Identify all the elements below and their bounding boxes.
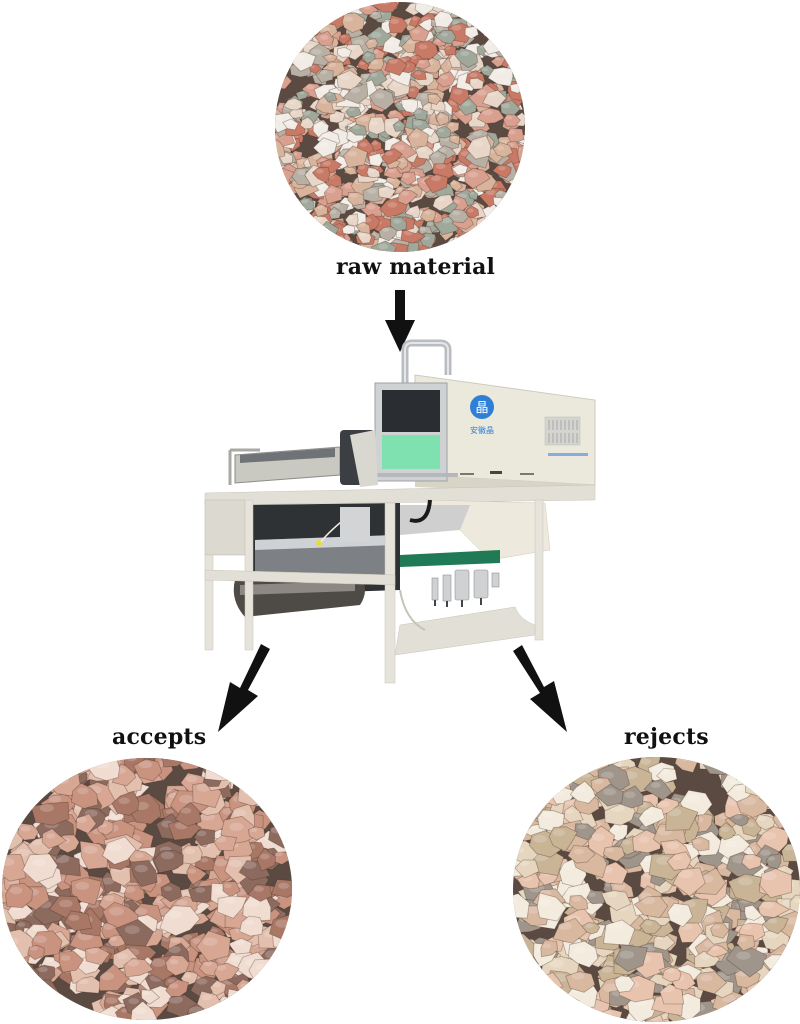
accepts-label: accepts xyxy=(112,724,207,750)
arrow-down-left-icon xyxy=(218,644,270,732)
rejects-label: rejects xyxy=(624,724,709,750)
arrow-down-icon xyxy=(385,290,415,352)
raw-material-label: raw material xyxy=(336,254,496,280)
brand-logo-icon xyxy=(470,395,494,419)
svg-text:晶: 晶 xyxy=(475,401,488,416)
accepts-sample-image xyxy=(2,758,292,1020)
raw-material-sample-image xyxy=(275,2,525,252)
arrow-down-right-icon xyxy=(513,645,567,732)
rejects-sample-image xyxy=(513,757,800,1022)
svg-text:安徽晶: 安徽晶 xyxy=(470,425,494,435)
color-sorter-machine-image: 晶 安徽晶 xyxy=(204,339,596,684)
